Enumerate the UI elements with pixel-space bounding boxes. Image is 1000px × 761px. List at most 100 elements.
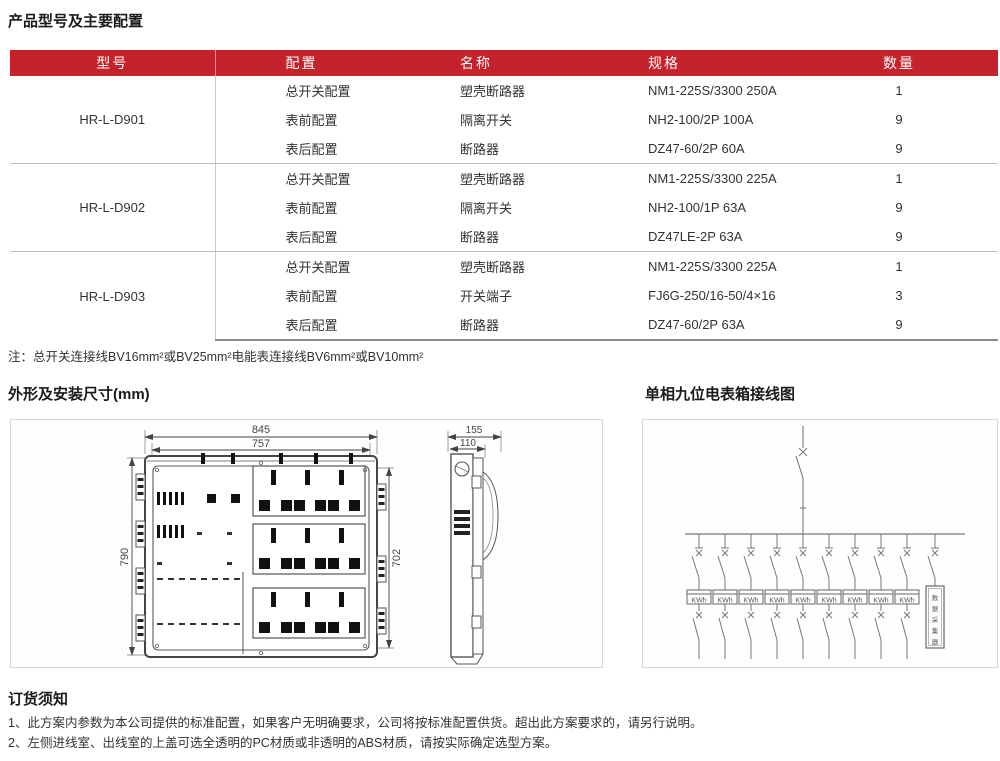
config-cell: 表前配置 — [285, 113, 338, 128]
dimensions-panel: 845 757 790 702 — [10, 419, 603, 668]
hinge — [376, 483, 387, 511]
name-cell: 塑壳断路器 — [430, 251, 620, 281]
dimension-drawing: 845 757 790 702 — [119, 424, 502, 665]
dim-height: 790 — [119, 457, 147, 656]
product-config-table: 型号 配置 名称 规格 数量 HR-L-D901 总开关配置 塑壳断路器 NM1… — [10, 50, 998, 341]
meter-branch — [790, 533, 816, 660]
model-cell: HR-L-D902 — [10, 163, 216, 252]
config-cell: 表后配置 — [285, 230, 338, 245]
config-cell: 表前配置 — [285, 201, 338, 216]
table-row: 表前配置 隔离开关 NH2-100/2P 100A 9 — [10, 105, 998, 134]
dim-inner-width: 757 — [151, 438, 371, 464]
dim-inner-depth: 110 — [449, 438, 486, 458]
svg-text:采: 采 — [932, 615, 939, 624]
qty-cell: 9 — [895, 229, 903, 244]
table-row: 表前配置 隔离开关 NH2-100/1P 63A 9 — [10, 193, 998, 222]
spec-cell: NM1-225S/3300 250A — [648, 83, 777, 98]
table-header-row: 型号 配置 名称 规格 数量 — [10, 50, 998, 76]
order-note-item: 2、左侧进线室、出线室的上盖可选全透明的PC材质或非透明的ABS材质，请按实际确… — [8, 736, 558, 750]
meter-branch — [712, 533, 738, 660]
hinge — [135, 473, 146, 501]
spec-cell: NM1-225S/3300 225A — [620, 251, 850, 281]
spec-cell: NH2-100/2P 100A — [648, 112, 754, 127]
qty-cell: 1 — [850, 251, 998, 281]
spec-cell: FJ6G-250/16-50/4×16 — [648, 288, 776, 303]
hinge — [135, 520, 146, 548]
side-view: 155 110 — [447, 425, 502, 665]
qty-cell: 9 — [895, 200, 903, 215]
spec-cell: DZ47-60/2P 63A — [620, 310, 850, 341]
column-header-config: 配置 — [215, 50, 430, 76]
meter-branch — [842, 533, 868, 660]
svg-text:器: 器 — [932, 638, 939, 646]
config-cell: 表后配置 — [215, 310, 430, 341]
collector-branch — [925, 534, 945, 649]
config-cell: 总开关配置 — [215, 251, 430, 281]
column-header-qty: 数量 — [850, 50, 998, 76]
name-cell: 断路器 — [460, 230, 500, 245]
table-row: 表后配置 断路器 DZ47-60/2P 63A 9 — [10, 310, 998, 341]
qty-cell: 9 — [895, 112, 903, 127]
meter-branch — [816, 533, 842, 660]
front-view: 845 757 790 702 — [119, 424, 403, 658]
table-row: HR-L-D902 总开关配置 塑壳断路器 NM1-225S/3300 225A… — [10, 163, 998, 252]
order-note-item: 1、此方案内参数为本公司提供的标准配置，如果客户无明确要求，公司将按标准配置供货… — [8, 716, 703, 730]
wiring-diagram: KWh — [685, 426, 965, 660]
name-cell: 断路器 — [430, 310, 620, 341]
svg-text:790: 790 — [119, 548, 131, 566]
order-notes-title: 订货须知 — [8, 691, 69, 708]
dim-inner-height: 702 — [375, 467, 403, 649]
wiring-panel: KWh — [642, 419, 998, 668]
qty-cell: 9 — [895, 141, 903, 156]
table-row: 表前配置 开关端子 FJ6G-250/16-50/4×16 3 — [10, 281, 998, 310]
spec-cell: DZ47LE-2P 63A — [648, 229, 743, 244]
svg-text:702: 702 — [391, 549, 403, 567]
hinge — [376, 607, 387, 635]
main-breaker — [795, 426, 808, 534]
table-row: HR-L-D901 总开关配置 塑壳断路器 NM1-225S/3300 250A… — [10, 76, 998, 164]
config-cell: 总开关配置 — [285, 84, 351, 99]
model-cell: HR-L-D901 — [10, 76, 216, 164]
dim-outer-width: 845 — [144, 424, 378, 454]
section-title-dimensions: 外形及安装尺寸(mm) — [8, 386, 150, 403]
model-cell: HR-L-D903 — [10, 251, 216, 340]
table-row: 表后配置 断路器 DZ47LE-2P 63A 9 — [10, 222, 998, 252]
name-cell: 隔离开关 — [460, 113, 513, 128]
spec-cell: DZ47-60/2P 60A — [648, 141, 745, 156]
collector-label: 数 据 采 集 器 — [932, 593, 939, 646]
svg-text:845: 845 — [252, 424, 270, 436]
name-cell: 塑壳断路器 — [460, 84, 526, 99]
meter-branch — [894, 533, 920, 660]
collector-box — [925, 585, 945, 649]
qty-cell: 3 — [895, 288, 903, 303]
meter-branch — [764, 533, 790, 660]
svg-text:155: 155 — [466, 425, 483, 436]
qty-cell: 1 — [895, 83, 903, 98]
column-header-name: 名称 — [430, 50, 620, 76]
qty-cell: 9 — [850, 310, 998, 341]
svg-text:集: 集 — [932, 626, 939, 635]
hinge — [376, 555, 387, 583]
table-row: HR-L-D903 总开关配置 塑壳断路器 NM1-225S/3300 225A… — [10, 251, 998, 340]
svg-text:757: 757 — [252, 438, 270, 450]
name-cell: 塑壳断路器 — [430, 163, 620, 193]
column-header-spec: 规格 — [620, 50, 850, 76]
meter-branch — [868, 533, 894, 660]
page-title: 产品型号及主要配置 — [8, 13, 144, 30]
name-cell: 开关端子 — [460, 289, 513, 304]
svg-text:数: 数 — [932, 593, 939, 602]
name-cell: 隔离开关 — [460, 201, 513, 216]
section-title-wiring: 单相九位电表箱接线图 — [645, 386, 796, 403]
qty-cell: 1 — [850, 163, 998, 193]
spec-cell: NM1-225S/3300 225A — [620, 163, 850, 193]
hinge — [135, 614, 146, 642]
config-cell: 总开关配置 — [215, 163, 430, 193]
meter-branch — [738, 533, 764, 660]
meter-branch — [686, 533, 712, 660]
table-note: 注：总开关连接线BV16mm²或BV25mm²电能表连接线BV6mm²或BV10… — [8, 350, 424, 364]
hinge — [135, 567, 146, 595]
svg-text:110: 110 — [460, 438, 476, 449]
spec-cell: NH2-100/1P 63A — [648, 200, 747, 215]
column-header-model: 型号 — [10, 50, 216, 76]
dim-depth: 155 — [447, 425, 502, 452]
